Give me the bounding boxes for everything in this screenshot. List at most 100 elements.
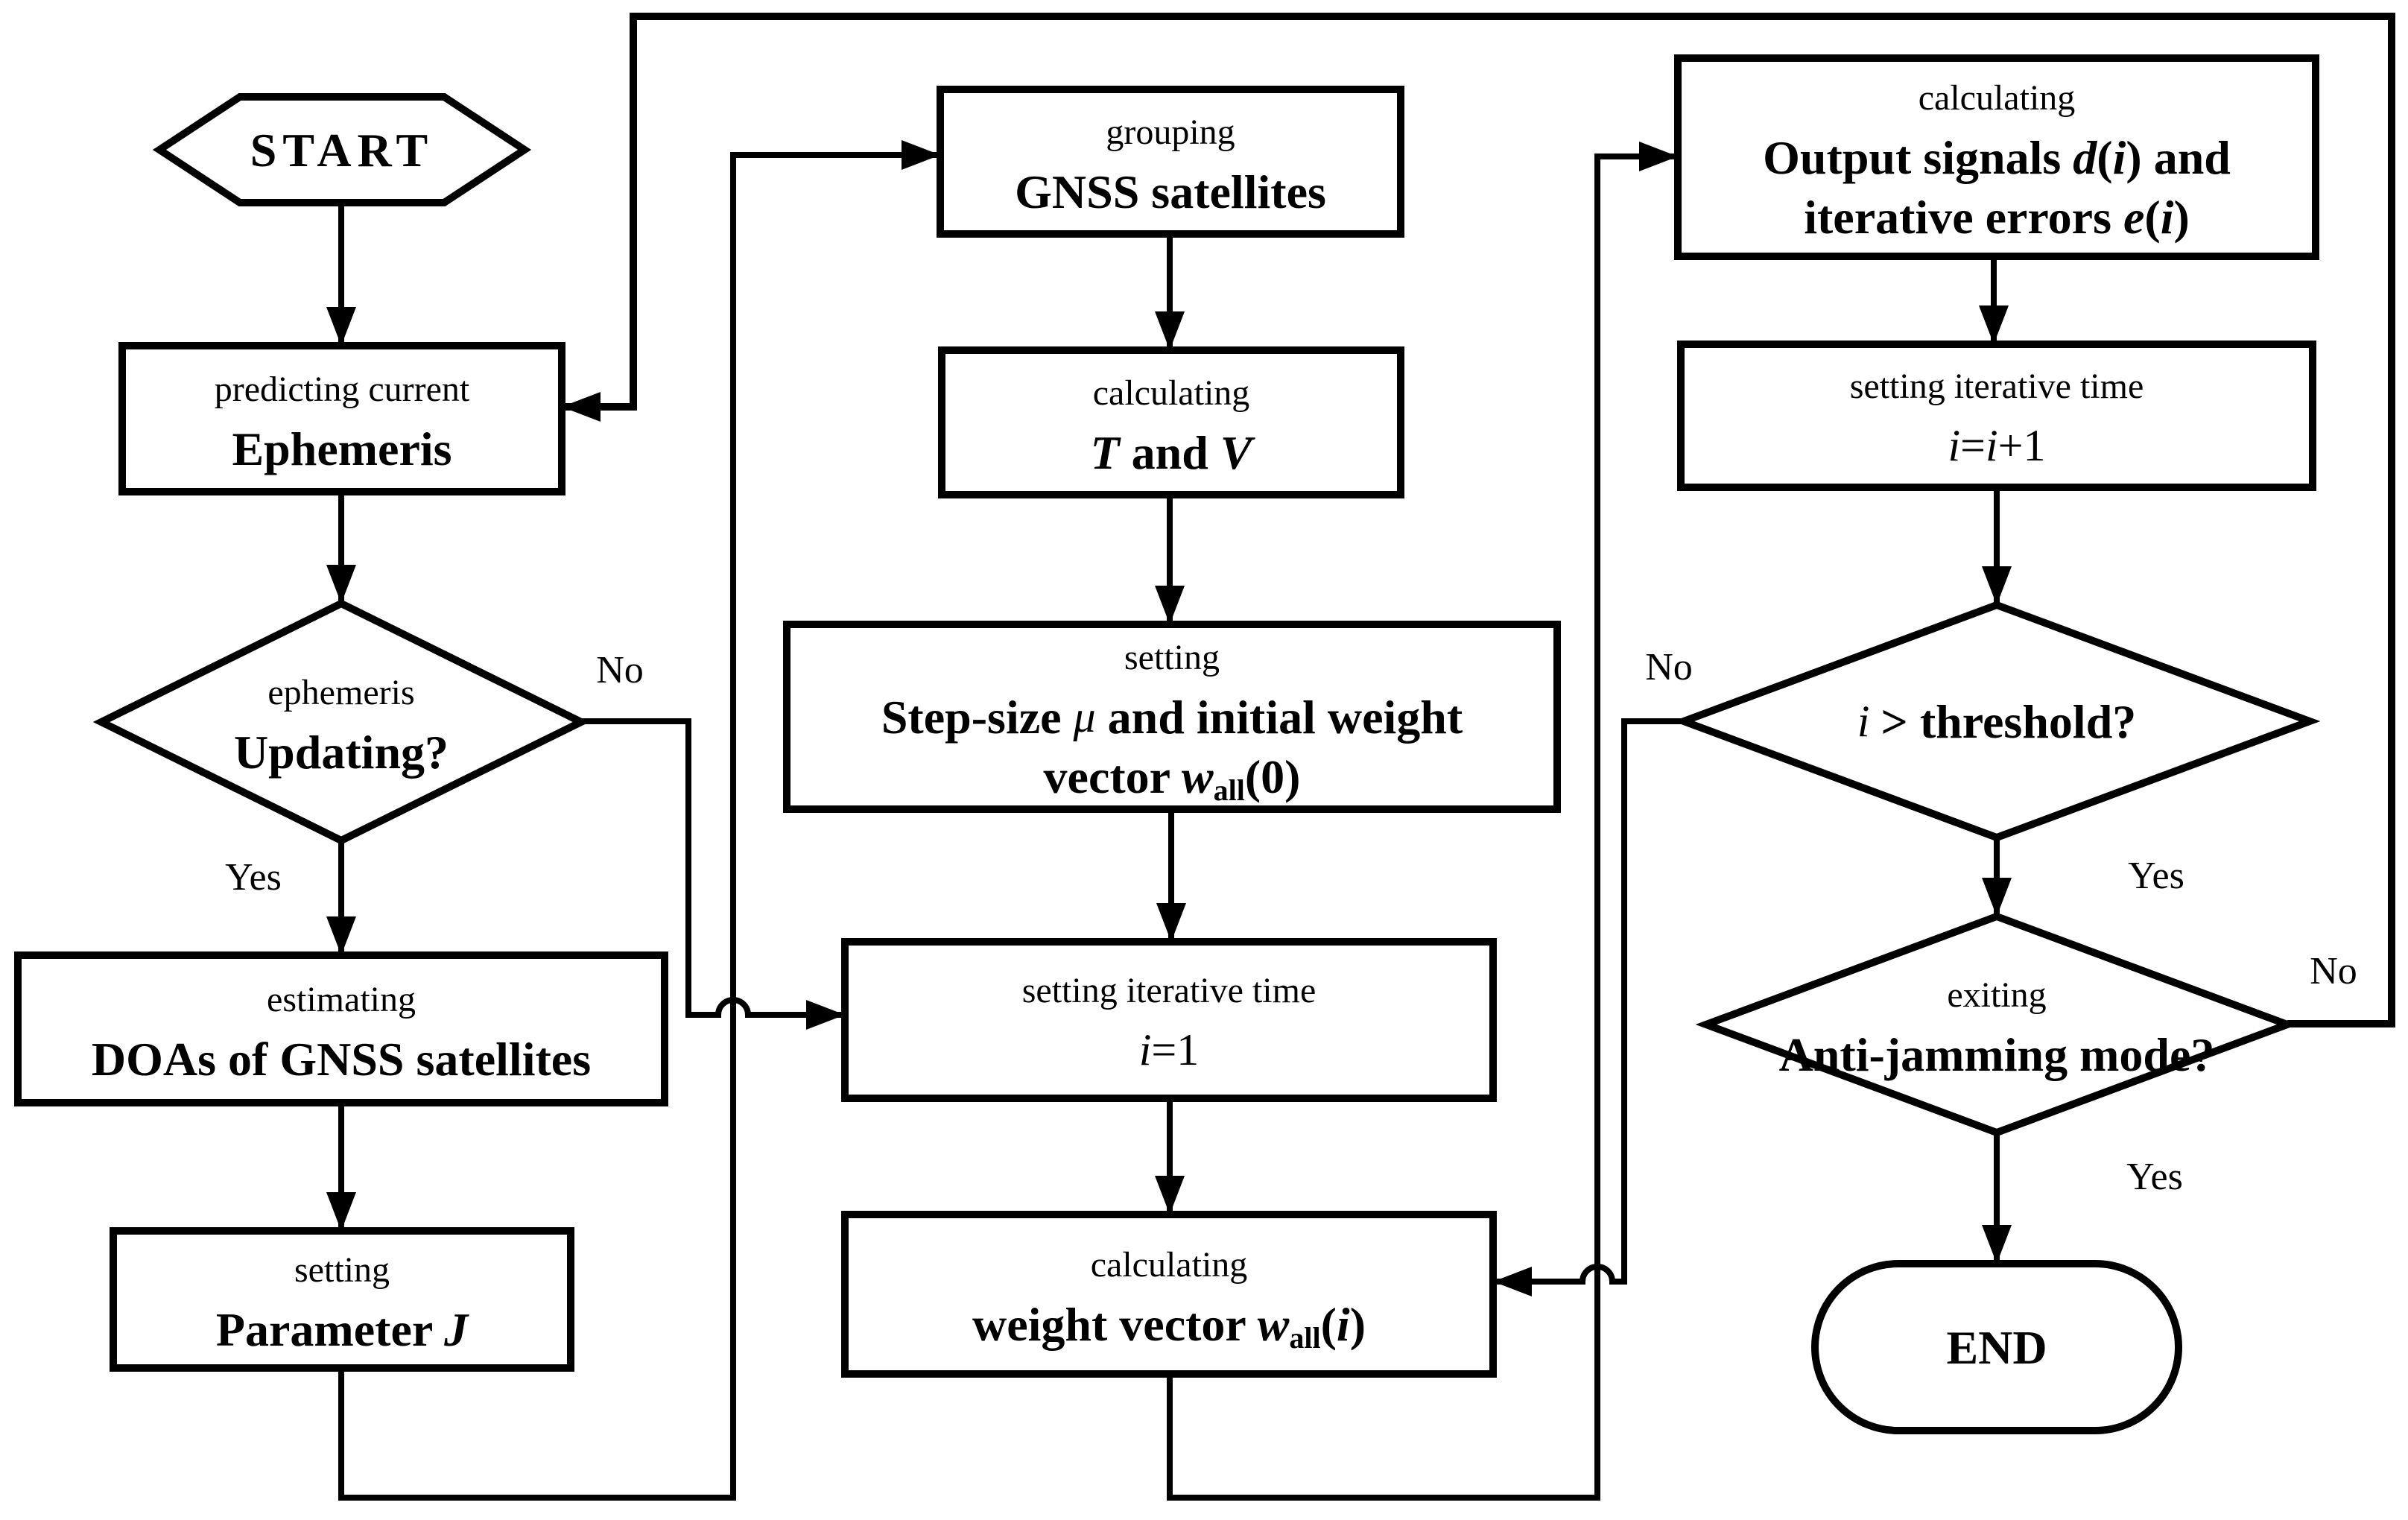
label-segment: i (1948, 421, 1960, 470)
label-segment: Output signals (1763, 131, 2073, 184)
updating-shape (92, 599, 590, 845)
paramj-shape (110, 1227, 574, 1372)
label-segment: all (1214, 773, 1245, 807)
label-segment: =1 (1151, 1025, 1199, 1074)
label-segment: iterative errors (1804, 191, 2123, 244)
antijam-label-line-1: Anti-jamming mode? (1779, 1028, 2215, 1081)
node-threshold: i > threshold? (1673, 601, 2321, 842)
weight-label-line-0: calculating (1091, 1245, 1248, 1285)
ii1-label-line-0: setting iterative time (1850, 367, 2144, 406)
edge-label-antijam-yes-to-end: Yes (2126, 1156, 2183, 1198)
end-label-line-0: END (1946, 1321, 2047, 1374)
node-start: START (152, 93, 532, 206)
label-segment: Parameter (216, 1303, 444, 1356)
output-label-line-1: Output signals d(i) and (1763, 131, 2231, 184)
doas-label-line-1: DOAs of GNSS satellites (92, 1033, 591, 1086)
edge-label-updating-yes-to-doas: Yes (225, 856, 282, 899)
grouping-shape (937, 86, 1404, 238)
label-segment: ( (2097, 131, 2112, 184)
ii1-shape (1677, 341, 2316, 491)
doas-label-line-0: estimating (267, 980, 416, 1019)
label-segment: START (250, 124, 434, 177)
label-segment: ephemeris (267, 673, 414, 712)
label-segment: calculating (1093, 373, 1250, 413)
end-shape (1811, 1260, 2182, 1434)
label-segment: μ (1073, 692, 1096, 741)
label-segment: weight vector (972, 1298, 1258, 1351)
label-segment: i (1986, 421, 1998, 470)
label-segment: (0) (1245, 750, 1301, 803)
edge-threshold-no-to-weight (1493, 718, 1684, 1296)
tv-shape (938, 346, 1404, 498)
label-segment: = (1960, 421, 1986, 470)
tv-label-line-1: T and V (1091, 426, 1256, 479)
node-end: END (1811, 1260, 2182, 1434)
label-segment: i (1139, 1025, 1152, 1074)
label-segment: Updating? (234, 726, 449, 779)
label-segment: i (1857, 697, 1881, 746)
step-label-line-2: vector wall(0) (1044, 750, 1301, 807)
label-segment: Step-size (881, 691, 1074, 744)
tv-label-line-0: calculating (1093, 373, 1250, 413)
label-segment: Anti-jamming mode? (1779, 1028, 2215, 1081)
edges-layer (326, 13, 2395, 1501)
label-segment: i (2161, 191, 2174, 244)
start-shape (152, 93, 532, 206)
label-segment: Ephemeris (232, 422, 452, 475)
edge-label-updating-no-to-i1: No (596, 649, 644, 691)
label-segment: calculating (1919, 78, 2076, 118)
paramj-label-line-0: setting (294, 1250, 390, 1290)
output-label-line-0: calculating (1919, 78, 2076, 118)
label-segment: setting iterative time (1850, 367, 2144, 406)
step-label-line-1: Step-size μ and initial weight (881, 691, 1463, 744)
label-segment: estimating (267, 980, 416, 1019)
label-segment: exiting (1947, 975, 2046, 1015)
label-segment: and (1120, 426, 1220, 479)
label-segment: J (443, 1303, 469, 1356)
label-segment: d (2073, 131, 2097, 184)
label-segment: ) (2173, 191, 2189, 244)
ephemeris-label-line-0: predicting current (215, 370, 470, 409)
i1-label-line-0: setting iterative time (1022, 971, 1317, 1010)
label-segment: e (2123, 191, 2144, 244)
label-segment: +1 (1998, 421, 2046, 470)
antijam-label-line-0: exiting (1947, 975, 2046, 1015)
label-segment: END (1946, 1321, 2047, 1374)
edge-label-antijam-no-to-ephemeris: No (2310, 950, 2357, 992)
i1-shape (841, 938, 1497, 1102)
start-label-line-0: START (250, 124, 434, 177)
weight-shape (841, 1211, 1497, 1378)
edge-label-threshold-yes-to-antijam: Yes (2128, 855, 2184, 897)
updating-label-line-0: ephemeris (267, 673, 414, 712)
label-segment: ( (1321, 1298, 1337, 1351)
i1-label-line-1: i=1 (1139, 1025, 1200, 1074)
label-segment: V (1220, 426, 1256, 479)
label-segment: > threshold? (1881, 695, 2136, 748)
label-segment: predicting current (215, 370, 470, 409)
label-segment: w (1258, 1298, 1290, 1351)
updating-label-line-1: Updating? (234, 726, 449, 779)
label-segment: DOAs of GNSS satellites (92, 1033, 591, 1086)
edge-paramj-to-grouping (338, 140, 940, 1501)
ii1-label-line-1: i=i+1 (1948, 421, 2045, 470)
edge-weight-to-output (1167, 142, 1678, 1501)
edge-label-threshold-no-to-weight: No (1645, 646, 1693, 688)
label-segment: i (1337, 1298, 1350, 1351)
output-shape (1674, 54, 2319, 260)
label-segment: ) and (2126, 131, 2231, 184)
label-segment: T (1091, 426, 1122, 479)
label-segment: ( (2144, 191, 2160, 244)
label-segment: grouping (1106, 113, 1235, 152)
paramj-label-line-1: Parameter J (216, 1303, 469, 1356)
grouping-label-line-0: grouping (1106, 113, 1235, 152)
